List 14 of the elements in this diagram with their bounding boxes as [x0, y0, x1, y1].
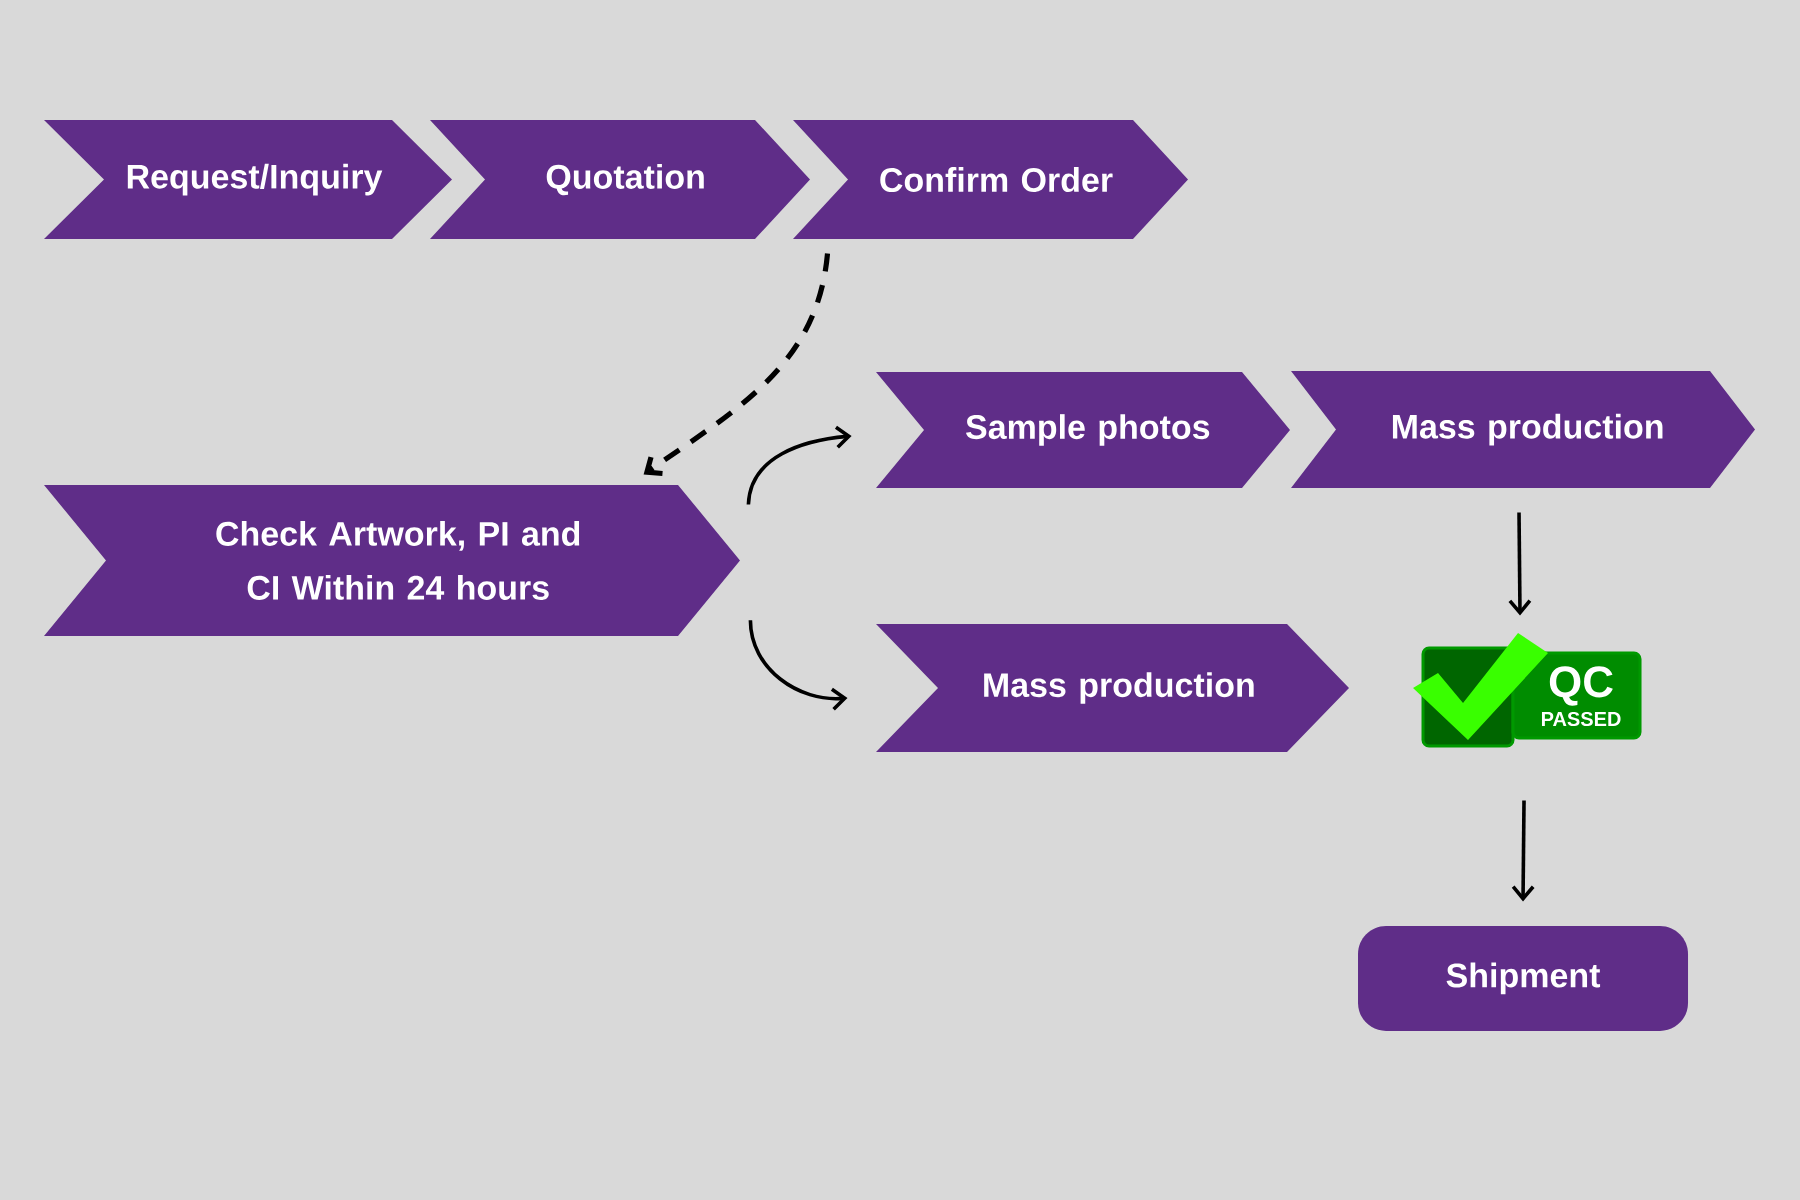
arrow [748, 620, 848, 711]
arrow [746, 425, 852, 505]
chevron-step: Confirm Order [793, 120, 1188, 239]
chevron-step: Quotation [430, 120, 810, 239]
arrow [1508, 512, 1532, 616]
rounded-box: Shipment [1358, 925, 1688, 1031]
arrow [1511, 800, 1535, 902]
node-label: QC [1549, 666, 1613, 706]
node-label: PASSED [1541, 711, 1621, 727]
chevron-step: Request/Inquiry [44, 120, 452, 239]
chevron-step: Mass production [876, 624, 1349, 752]
arrow [643, 253, 831, 477]
chevron-step: Sample photos [876, 372, 1290, 488]
qc-badge: QC PASSED [1413, 633, 1642, 748]
